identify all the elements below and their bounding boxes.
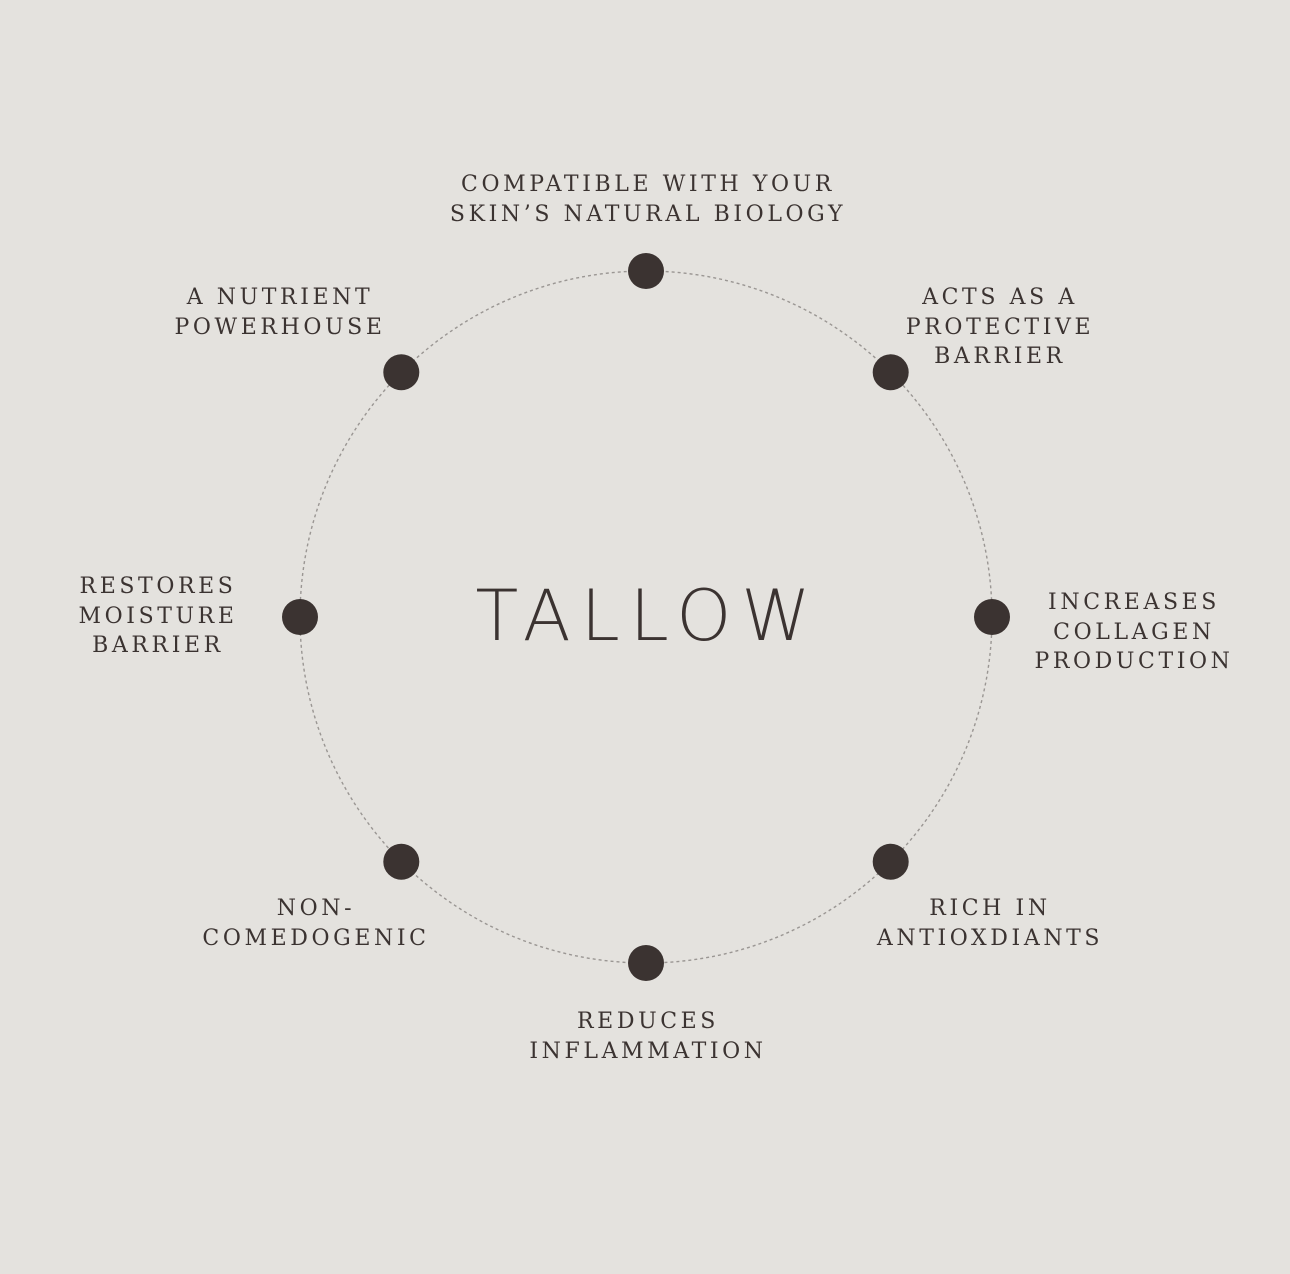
label-line: PRODUCTION bbox=[1034, 649, 1234, 674]
benefit-node-dot bbox=[872, 843, 909, 880]
label-line: INFLAMMATION bbox=[529, 1038, 767, 1064]
label-line: SKIN’S NATURAL BIOLOGY bbox=[449, 201, 847, 227]
benefit-label-compatible: COMPATIBLE WITH YOUR SKIN’S NATURAL BIOL… bbox=[450, 170, 846, 229]
label-line: COLLAGEN bbox=[1053, 619, 1215, 645]
benefit-node-dot bbox=[628, 945, 664, 981]
benefit-label-antioxidants: RICH IN ANTIOXDIANTS bbox=[877, 894, 1103, 953]
label-line: COMPATIBLE WITH YOUR bbox=[461, 172, 835, 197]
benefit-label-collagen: INCREASES COLLAGEN PRODUCTION bbox=[1034, 588, 1233, 677]
label-line: ACTS AS A bbox=[922, 285, 1078, 310]
label-line: RICH IN bbox=[929, 896, 1051, 921]
label-line: BARRIER bbox=[934, 344, 1066, 369]
benefit-node-dot bbox=[383, 354, 420, 391]
label-line: REDUCES bbox=[577, 1009, 719, 1034]
benefit-label-non-comedogenic: NON- COMEDOGENIC bbox=[202, 894, 429, 953]
label-line: A NUTRIENT bbox=[186, 285, 374, 310]
benefit-label-protective-barrier: ACTS AS A PROTECTIVE BARRIER bbox=[906, 283, 1094, 372]
label-line: ANTIOXDIANTS bbox=[876, 925, 1104, 951]
benefit-node-dot bbox=[872, 354, 909, 391]
label-line: PROTECTIVE bbox=[905, 314, 1095, 340]
benefit-node-dot bbox=[974, 599, 1010, 635]
label-line: COMEDOGENIC bbox=[202, 925, 430, 951]
benefit-node-dot bbox=[383, 843, 420, 880]
label-line: INCREASES bbox=[1048, 590, 1220, 615]
benefit-label-moisture-barrier: RESTORES MOISTURE BARRIER bbox=[79, 572, 238, 661]
label-line: POWERHOUSE bbox=[174, 314, 386, 340]
label-line: RESTORES bbox=[79, 574, 237, 599]
benefit-label-nutrient-powerhouse: A NUTRIENT POWERHOUSE bbox=[175, 283, 386, 342]
label-line: MOISTURE bbox=[78, 603, 238, 629]
benefit-node-dot bbox=[282, 599, 318, 635]
benefit-node-dot bbox=[628, 253, 664, 289]
label-line: NON- bbox=[276, 896, 356, 921]
benefit-label-inflammation: REDUCES INFLAMMATION bbox=[529, 1007, 766, 1066]
label-line: BARRIER bbox=[92, 633, 224, 658]
center-title: TALLOW bbox=[475, 575, 821, 657]
